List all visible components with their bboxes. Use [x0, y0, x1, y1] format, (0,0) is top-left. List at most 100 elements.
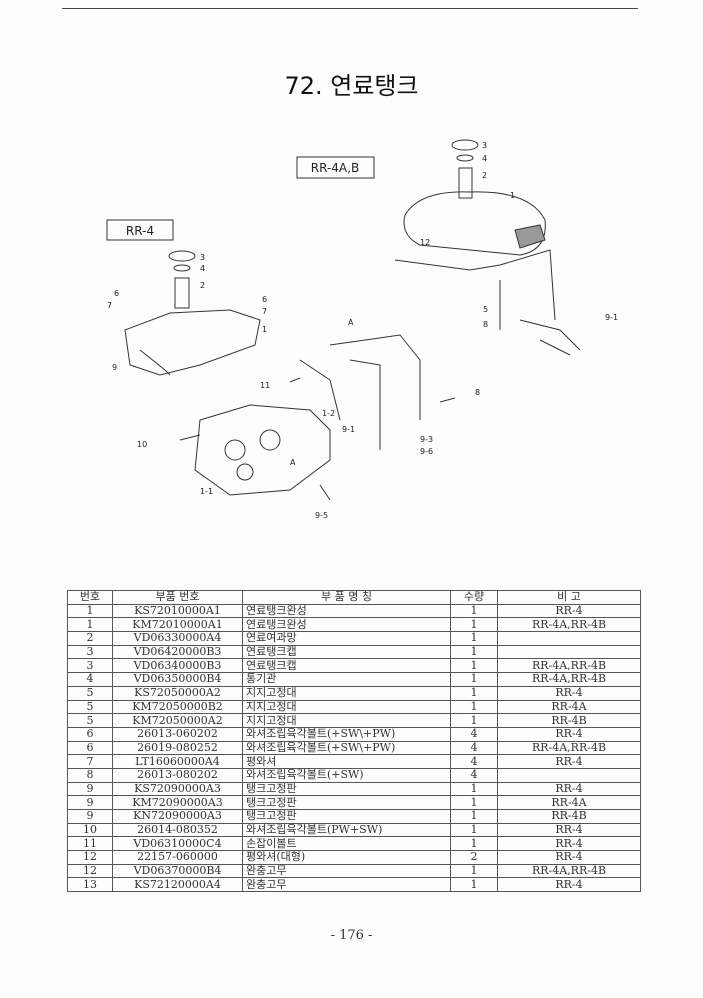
- cell-part-name: 지지고정대: [242, 713, 451, 728]
- cell-part-name: 와셔조립육각볼트(+SW): [242, 767, 451, 783]
- cell-quantity: 4: [450, 754, 498, 769]
- callout: 2: [200, 281, 205, 290]
- cell-no: 6: [67, 726, 113, 742]
- cell-part-number: LT16060000A4: [112, 754, 243, 769]
- cell-quantity: 4: [450, 767, 498, 783]
- header-part-name: 부 품 명 칭: [242, 590, 451, 605]
- callout: 1: [262, 325, 267, 334]
- cell-no: 9: [67, 795, 113, 810]
- cell-remarks: RR-4A,RR-4B: [497, 863, 641, 879]
- header-part-number: 부품 번호: [112, 590, 243, 605]
- callout: A: [348, 318, 354, 327]
- cell-part-number: VD06370000B4: [112, 863, 243, 879]
- cell-no: 3: [67, 644, 113, 660]
- callout: 7: [262, 307, 267, 316]
- cell-part-name: 연료탱크완성: [242, 603, 451, 619]
- cell-quantity: 1: [450, 713, 498, 728]
- cell-part-name: 와셔조립육각볼트(PW+SW): [242, 822, 451, 838]
- cell-no: 11: [67, 836, 113, 852]
- cell-quantity: 1: [450, 781, 498, 797]
- callout: 12: [420, 238, 430, 247]
- rr4-label-box: [106, 219, 174, 241]
- callout: 9-1: [605, 313, 618, 322]
- cell-quantity: 1: [450, 685, 498, 701]
- cell-part-name: 탱크고정판: [242, 809, 451, 824]
- exploded-parts-diagram: RR-4A,B RR-4 3: [106, 139, 618, 520]
- cell-no: 5: [67, 685, 113, 701]
- cell-part-number: 26013-060202: [112, 726, 243, 742]
- header-no: 번호: [67, 590, 113, 605]
- cell-quantity: 1: [450, 699, 498, 715]
- cell-no: 7: [67, 754, 113, 769]
- cell-no: 3: [67, 658, 113, 674]
- cell-remarks: RR-4A,RR-4B: [497, 617, 641, 633]
- cell-remarks: [497, 644, 641, 660]
- callout: 4: [482, 154, 487, 163]
- cell-part-name: 연료여과망: [242, 631, 451, 646]
- cell-remarks: RR-4: [497, 726, 641, 742]
- tank-rr4ab: [394, 139, 581, 356]
- cell-part-number: VD06330000A4: [112, 631, 243, 646]
- cell-part-number: 22157-060000: [112, 850, 243, 865]
- cell-part-name: 와셔조립육각볼트(+SW\+PW): [242, 726, 451, 742]
- callout: 1-2: [322, 409, 335, 418]
- cell-no: 9: [67, 781, 113, 797]
- callout-labels: 3 4 2 1 12 5 8 9-1 3 4 6 2 6 7 7 1 9 A 1…: [107, 141, 618, 520]
- cell-remarks: RR-4: [497, 836, 641, 852]
- table-header-row: 번호 부품 번호 부 품 명 칭 수량 비 고: [67, 590, 641, 605]
- cell-part-number: VD06310000C4: [112, 836, 243, 852]
- cell-part-number: VD06420000B3: [112, 644, 243, 660]
- cell-part-name: 완충고무: [242, 877, 451, 893]
- cell-no: 5: [67, 713, 113, 728]
- cell-part-name: 탱크고정판: [242, 781, 451, 797]
- cell-quantity: 1: [450, 877, 498, 893]
- cell-part-name: 연료탱크캡: [242, 644, 451, 660]
- header-remarks: 비 고: [497, 590, 641, 605]
- cell-part-number: VD06350000B4: [112, 672, 243, 687]
- cell-part-name: 와셔조립육각볼트(+SW\+PW): [242, 740, 451, 756]
- cell-quantity: 1: [450, 617, 498, 633]
- callout: 9-1: [342, 425, 355, 434]
- cell-part-name: 완충고무: [242, 863, 451, 879]
- cell-remarks: RR-4A,RR-4B: [497, 672, 641, 687]
- cell-part-name: 평와셔(대형): [242, 850, 451, 865]
- cell-part-number: KM72090000A3: [112, 795, 243, 810]
- cell-quantity: 1: [450, 809, 498, 824]
- cell-part-name: 지지고정대: [242, 685, 451, 701]
- top-rule: [62, 8, 638, 9]
- cell-remarks: RR-4A: [497, 795, 641, 810]
- cell-part-number: 26019-080252: [112, 740, 243, 756]
- cell-quantity: 1: [450, 836, 498, 852]
- cell-no: 1: [67, 617, 113, 633]
- cell-remarks: RR-4A,RR-4B: [497, 740, 641, 756]
- header-quantity: 수량: [450, 590, 498, 605]
- cell-part-name: 통기관: [242, 672, 451, 687]
- cell-remarks: RR-4: [497, 685, 641, 701]
- callout: 6: [262, 295, 267, 304]
- cell-quantity: 4: [450, 740, 498, 756]
- cell-remarks: RR-4: [497, 754, 641, 769]
- cell-part-number: KS72090000A3: [112, 781, 243, 797]
- cell-quantity: 1: [450, 603, 498, 619]
- cell-remarks: [497, 631, 641, 646]
- callout: 3: [200, 253, 205, 262]
- cell-quantity: 2: [450, 850, 498, 865]
- cell-part-name: 연료탱크완성: [242, 617, 451, 633]
- cell-part-name: 평와셔: [242, 754, 451, 769]
- cell-part-name: 탱크고정판: [242, 795, 451, 810]
- cell-part-number: KS72120000A4: [112, 877, 243, 893]
- cell-quantity: 1: [450, 631, 498, 646]
